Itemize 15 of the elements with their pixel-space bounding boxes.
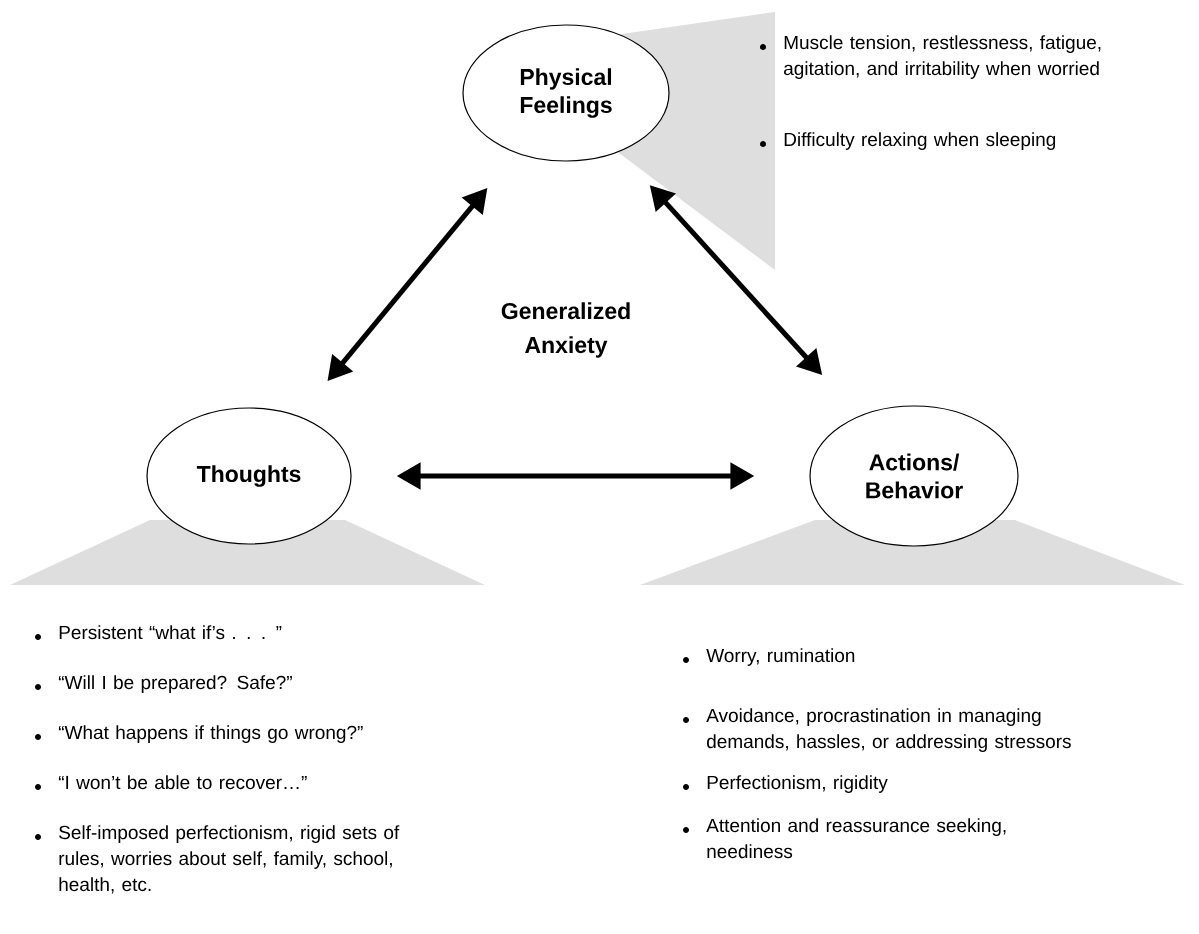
bullet-text: Muscle tension, restlessness, fatigue, agitation, and irritability when worried — [784, 35, 1101, 79]
bullet-text: Self-imposed perfectionism, rigid sets of rules, worries about self, family, school, health, etc. — [59, 825, 400, 894]
bullet-text: Attention and reassurance seeking, neediness — [706, 818, 1006, 859]
bullet-text: Difficulty relaxing when sleeping — [784, 132, 1056, 150]
ellipse-node: Thoughts — [146, 407, 352, 545]
center-label: Generalized Anxiety — [501, 302, 630, 358]
ellipse-node: Actions/ Behavior — [809, 405, 1019, 547]
bullet-text: Persistent “what if’s . . . ” — [59, 625, 282, 640]
bullet-text: “Will I be prepared? Safe?” — [58, 675, 292, 693]
bullet-text: Worry, rumination — [706, 648, 855, 666]
bullet-text: “I won’t be able to recover…” — [58, 775, 307, 790]
bullet-text: Avoidance, procrastination in managing demands, hassles, or addressing stressors — [706, 708, 1071, 752]
ellipse-node: Physical Feelings — [462, 24, 670, 162]
bullet-text: “What happens if things go wrong?” — [58, 725, 363, 743]
bullet-text: Perfectionism, rigidity — [707, 775, 888, 793]
